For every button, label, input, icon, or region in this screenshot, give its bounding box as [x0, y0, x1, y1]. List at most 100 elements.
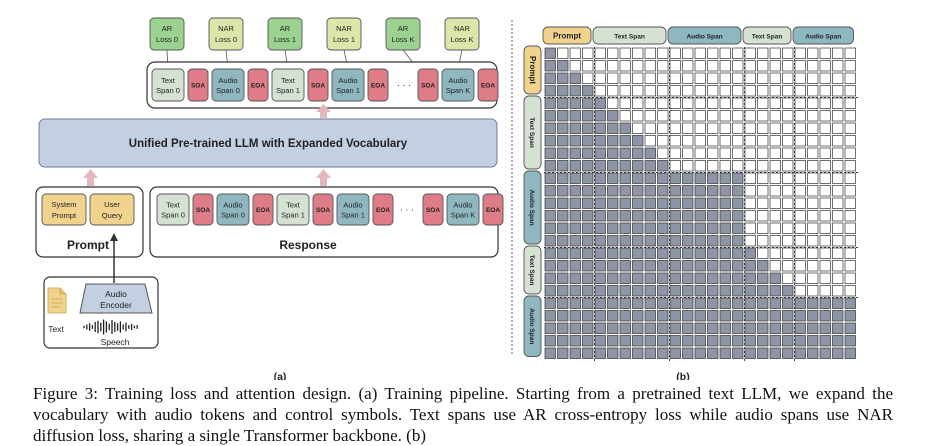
attention-cell-off — [832, 147, 844, 159]
token-ctrl-8: SOA — [417, 68, 439, 102]
attention-cell-on — [769, 310, 781, 322]
attention-cell-on — [569, 297, 581, 309]
attention-cell-on — [682, 310, 694, 322]
attention-cell-on — [607, 160, 619, 172]
attention-cell-on — [632, 185, 644, 197]
attention-cell-on — [544, 347, 556, 359]
attention-cell-on — [669, 347, 681, 359]
attention-cell-off — [682, 147, 694, 159]
token-label: SOA — [316, 207, 330, 214]
attention-cell-off — [819, 147, 831, 159]
attention-cell-on — [694, 197, 706, 209]
attention-cell-off — [769, 135, 781, 147]
attention-cell-off — [769, 97, 781, 109]
attention-cell-on — [657, 285, 669, 297]
attention-cell-on — [557, 97, 569, 109]
attention-cell-off — [819, 85, 831, 97]
attention-cell-off — [744, 235, 756, 247]
attention-cell-on — [719, 335, 731, 347]
attention-cell-on — [632, 172, 644, 184]
attention-cell-on — [682, 197, 694, 209]
attention-cell-on — [607, 147, 619, 159]
attention-cell-off — [744, 97, 756, 109]
attention-cell-on — [682, 322, 694, 334]
attention-cell-off — [682, 47, 694, 59]
attention-cell-off — [669, 97, 681, 109]
attention-cell-on — [544, 197, 556, 209]
attention-cell-on — [732, 222, 744, 234]
attention-cell-off — [807, 122, 819, 134]
llm-block — [38, 118, 498, 168]
attention-cell-off — [682, 85, 694, 97]
col-header-label: Text Span — [752, 34, 783, 41]
attention-cell-off — [719, 110, 731, 122]
attention-cell-on — [844, 297, 856, 309]
attention-cell-on — [569, 285, 581, 297]
attention-cell-off — [669, 72, 681, 84]
attention-cell-off — [607, 47, 619, 59]
attention-cell-on — [607, 172, 619, 184]
attention-cell-off — [819, 110, 831, 122]
token-box — [151, 68, 185, 102]
attention-cell-on — [669, 235, 681, 247]
loss-box-rect — [326, 17, 362, 51]
attention-cell-off — [844, 210, 856, 222]
attention-cell-off — [782, 122, 794, 134]
attention-cell-off — [844, 72, 856, 84]
attention-cell-off — [819, 185, 831, 197]
attention-cell-on — [632, 322, 644, 334]
attention-cell-off — [832, 60, 844, 72]
token-ctrl-5: SOA — [307, 68, 329, 102]
col-header-label: Audio Span — [686, 34, 722, 41]
attention-cell-on — [694, 172, 706, 184]
attention-cell-on — [569, 310, 581, 322]
attention-cell-off — [769, 172, 781, 184]
loss-box-rect — [385, 17, 421, 51]
attention-cell-on — [594, 135, 606, 147]
attention-cell-on — [732, 210, 744, 222]
attention-cell-on — [544, 247, 556, 259]
attention-cell-on — [557, 322, 569, 334]
attention-cell-on — [719, 235, 731, 247]
attention-cell-on — [719, 222, 731, 234]
attention-cell-on — [769, 297, 781, 309]
attention-cell-off — [794, 147, 806, 159]
attention-cell-off — [844, 222, 856, 234]
attention-cell-off — [757, 72, 769, 84]
token-label-line1: Audio — [338, 76, 357, 85]
attention-cell-on — [644, 172, 656, 184]
speech-input-label: Speech — [101, 337, 130, 347]
attention-cell-on — [632, 197, 644, 209]
attention-cell-off — [669, 110, 681, 122]
attention-cell-off — [719, 85, 731, 97]
attention-cell-on — [707, 285, 719, 297]
attention-cell-off — [794, 222, 806, 234]
attention-cell-on — [832, 310, 844, 322]
attention-cell-on — [819, 322, 831, 334]
attention-cell-on — [557, 147, 569, 159]
attention-cell-off — [619, 97, 631, 109]
attention-cell-on — [582, 235, 594, 247]
attention-cell-off — [794, 135, 806, 147]
attention-cell-on — [582, 222, 594, 234]
attention-cell-off — [707, 85, 719, 97]
attention-cell-off — [694, 72, 706, 84]
token-ctrl-8: SOA — [422, 193, 444, 226]
attention-cell-on — [682, 297, 694, 309]
attention-cell-off — [757, 222, 769, 234]
attention-cell-off — [832, 197, 844, 209]
attention-cell-off — [757, 60, 769, 72]
attention-cell-on — [682, 260, 694, 272]
attention-cell-on — [619, 222, 631, 234]
attention-cell-on — [544, 185, 556, 197]
attention-cell-on — [769, 347, 781, 359]
attention-cell-on — [607, 272, 619, 284]
attention-cell-on — [594, 160, 606, 172]
attention-cell-on — [569, 160, 581, 172]
attention-cell-off — [769, 160, 781, 172]
token-label-line1: Text — [281, 76, 296, 85]
attention-cell-on — [644, 285, 656, 297]
attention-cell-off — [807, 85, 819, 97]
token-label-line1: Audio — [223, 201, 242, 210]
attention-cell-on — [707, 197, 719, 209]
